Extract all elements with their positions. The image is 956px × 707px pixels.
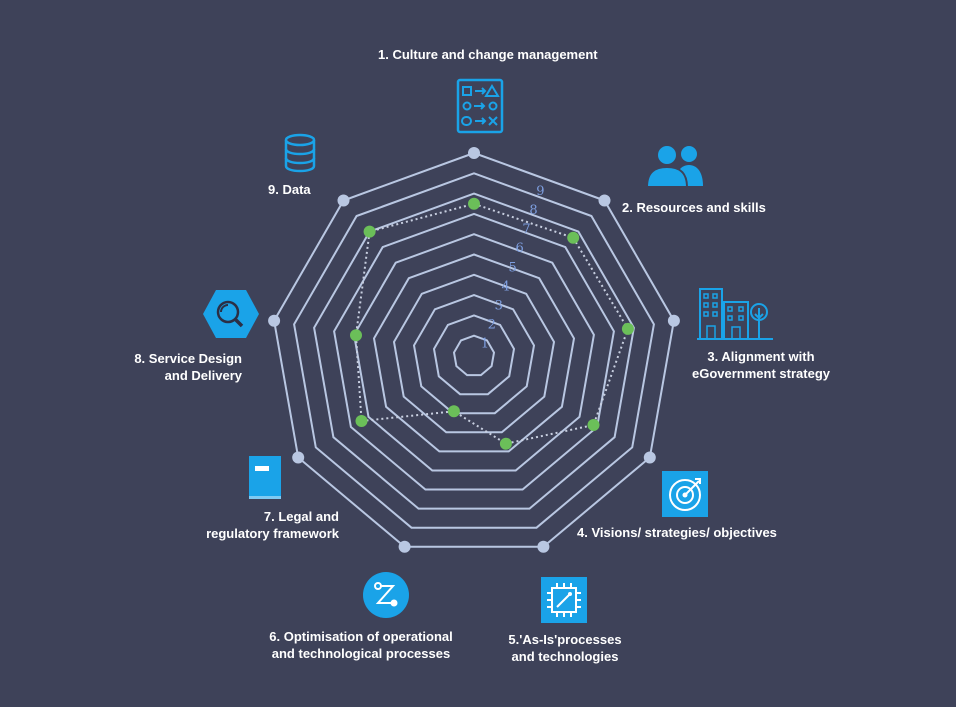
grid-ring-4	[392, 273, 556, 434]
radar-grid	[273, 151, 675, 548]
checklist-icon	[456, 78, 504, 134]
city-buildings-icon	[697, 288, 773, 340]
grid-ring-6	[353, 233, 595, 472]
axis-end-point-2	[598, 194, 611, 207]
target-icon	[662, 471, 708, 517]
ring-label-2: 2	[488, 318, 496, 333]
data-point-8	[350, 329, 362, 342]
axis-end-point-4	[643, 451, 656, 464]
axis-end-point-3	[667, 314, 680, 327]
grid-ring-2	[432, 314, 516, 396]
data-point-2	[567, 231, 580, 244]
axis-label-legal: 7. Legal and regulatory framework	[206, 509, 339, 541]
data-point-4	[587, 419, 600, 431]
grid-ring-5	[372, 253, 576, 453]
ring-label-3: 3	[495, 298, 503, 313]
database-icon	[284, 133, 316, 173]
ring-label-6: 6	[515, 241, 523, 256]
radar-series	[350, 197, 634, 450]
axis-label-resources: 2. Resources and skills	[622, 200, 766, 215]
axis-label-data: 9. Data	[268, 182, 311, 197]
data-point-3	[621, 322, 634, 335]
ring-label-7: 7	[522, 222, 530, 237]
axis-end-point-7	[292, 451, 305, 464]
grid-ring-8	[313, 192, 635, 510]
data-point-7	[355, 415, 368, 427]
axis-end-point-9	[337, 194, 350, 207]
ring-label-5: 5	[509, 260, 517, 275]
ring-label-8: 8	[529, 203, 537, 218]
axis-label-as-is: 5.'As-Is'processes and technologies	[508, 632, 622, 664]
data-point-1	[468, 197, 480, 210]
axis-label-culture: 1. Culture and change management	[378, 47, 598, 62]
grid-ring-9	[293, 172, 655, 529]
axis-end-point-8	[268, 314, 281, 327]
axis-end-point-1	[468, 147, 480, 159]
people-icon	[645, 144, 703, 188]
axis-end-points	[268, 147, 680, 553]
chip-icon	[541, 577, 587, 623]
data-point-5	[499, 437, 512, 450]
grid-ring-7	[333, 212, 615, 491]
series-line-1	[354, 202, 630, 445]
ring-label-9: 9	[536, 184, 544, 199]
process-path-icon	[363, 572, 409, 618]
grid-ring-10	[273, 151, 675, 548]
grid-ring-3	[412, 294, 536, 415]
ring-label-4: 4	[502, 279, 510, 294]
ring-label-1: 1	[481, 337, 489, 352]
ring-labels: 1 2 3 4 5 6 7 8 9	[481, 184, 545, 352]
axis-label-alignment: 3. Alignment with eGovernment strategy	[692, 349, 830, 381]
axis-end-point-6	[398, 540, 411, 553]
axis-label-optimisation: 6. Optimisation of operational and techn…	[269, 629, 453, 661]
search-hexagon-icon	[203, 290, 259, 338]
axis-label-visions: 4. Visions/ strategies/ objectives	[577, 525, 777, 540]
axis-label-service-design: 8. Service Design and Delivery	[134, 351, 242, 383]
book-icon	[249, 456, 281, 499]
grid-ring-1	[452, 334, 496, 377]
data-point-6	[447, 405, 460, 418]
data-point-9	[363, 225, 376, 238]
axis-end-point-5	[537, 540, 550, 553]
